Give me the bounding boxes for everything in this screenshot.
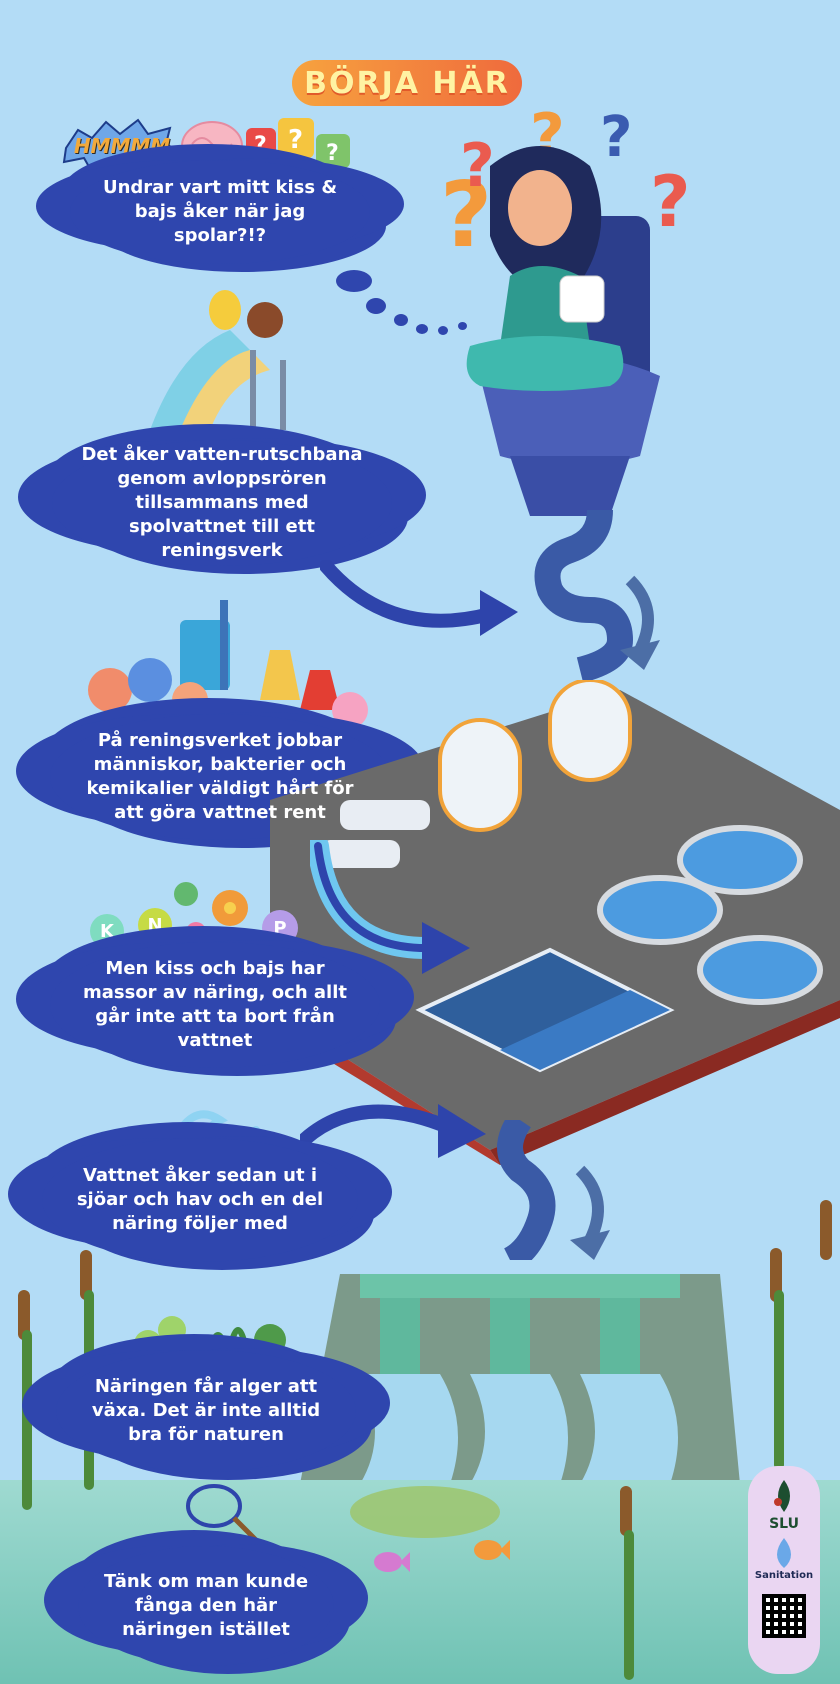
- step-1-text: Undrar vart mitt kiss & bajs åker när ja…: [102, 177, 338, 246]
- cattail-reed: [620, 1486, 632, 1536]
- step-3-text: På reningsverket jobbar människor, bakte…: [86, 730, 354, 823]
- arrow-to-outflow-icon: [300, 1104, 486, 1158]
- thought-dot: [458, 322, 467, 330]
- thought-cloud-3: På reningsverket jobbar människor, bakte…: [50, 714, 390, 840]
- water-splash-icon: [166, 1110, 260, 1154]
- svg-text:?: ?: [460, 131, 495, 201]
- thought-cloud-5: Vattnet åker sedan ut i sjöar och hav oc…: [42, 1138, 358, 1262]
- svg-text:?: ?: [288, 125, 303, 155]
- grass-blade: [774, 1290, 784, 1470]
- logo-panel: SLU Sanitation: [748, 1466, 820, 1674]
- svg-text:?: ?: [326, 141, 339, 166]
- hmmm-burst: HMMMM: [62, 118, 183, 174]
- butterfly-net-icon: [186, 1484, 262, 1546]
- step-2-text: Det åker vatten-rutschbana genom avlopps…: [81, 444, 363, 561]
- nutrient-k-bubble: K: [90, 914, 124, 948]
- fish-icon: [374, 1552, 410, 1572]
- nutrient-p-bubble: P: [262, 910, 298, 946]
- thought-dot: [336, 270, 372, 292]
- water-slide-illustration: [150, 290, 286, 430]
- hmmm-text: HMMMM: [73, 134, 171, 158]
- thought-dot: [438, 326, 448, 335]
- fish-icon: [474, 1540, 510, 1560]
- dam-outflow-illustration: [300, 1274, 740, 1484]
- treatment-plant-illustration: [270, 680, 840, 1165]
- step-5-text: Vattnet åker sedan ut i sjöar och hav oc…: [76, 1165, 324, 1234]
- start-here-label: BÖRJA HÄR: [304, 65, 510, 101]
- cattail-reed: [820, 1200, 832, 1260]
- arrow-into-plant-icon: [310, 840, 470, 974]
- nutrient-k-label: K: [100, 920, 114, 942]
- thought-dot: [394, 314, 408, 326]
- arrow-right-icon: [320, 560, 518, 636]
- girl-on-toilet-illustration: ? ? ? ? ?: [440, 101, 691, 516]
- algae-bloom: [350, 1486, 500, 1538]
- thought-cloud-7: Tänk om man kunde fånga den här näringen…: [78, 1546, 334, 1666]
- thought-dot: [416, 324, 428, 334]
- step-4-text: Men kiss och bajs har massor av näring, …: [82, 958, 347, 1051]
- sanitation-drop-icon: [777, 1538, 791, 1568]
- start-here-badge: BÖRJA HÄR: [292, 60, 522, 106]
- thought-cloud-4: Men kiss och bajs har massor av näring, …: [50, 942, 380, 1068]
- nutrient-n-bubble: N: [138, 908, 172, 942]
- nutrient-n-label: N: [147, 914, 163, 936]
- cattail-reed: [18, 1290, 30, 1340]
- sanitation-logo-text: Sanitation: [754, 1570, 814, 1581]
- cattail-reed: [770, 1248, 782, 1302]
- burst-icon: [62, 118, 183, 174]
- thought-dot: [366, 298, 386, 314]
- cattail-reed: [80, 1250, 92, 1300]
- svg-text:?: ?: [440, 163, 492, 268]
- sewer-pipe: [534, 510, 660, 680]
- nutrient-p-label: P: [273, 917, 287, 939]
- slu-logo-text: SLU: [769, 1516, 799, 1532]
- svg-text:?: ?: [600, 105, 632, 170]
- slu-logo-icon: [774, 1480, 790, 1512]
- thought-cloud-2: Det åker vatten-rutschbana genom avlopps…: [52, 440, 392, 566]
- thought-cloud-1: Undrar vart mitt kiss & bajs åker när ja…: [70, 160, 370, 264]
- svg-text:?: ?: [254, 133, 267, 158]
- question-marks-icon: ? ? ?: [246, 118, 350, 168]
- qr-code[interactable]: [762, 1594, 806, 1638]
- thought-cloud-6: Näringen får alger att växa. Det är inte…: [56, 1350, 356, 1472]
- cleaning-supplies-illustration: [88, 600, 368, 728]
- step-6-text: Näringen får alger att växa. Det är inte…: [91, 1376, 321, 1445]
- grass-blade: [22, 1330, 32, 1510]
- outflow-pipe: [497, 1120, 610, 1260]
- grass-blade: [624, 1530, 634, 1680]
- step-7-text: Tänk om man kunde fånga den här näringen…: [103, 1571, 309, 1640]
- svg-text:?: ?: [650, 161, 691, 243]
